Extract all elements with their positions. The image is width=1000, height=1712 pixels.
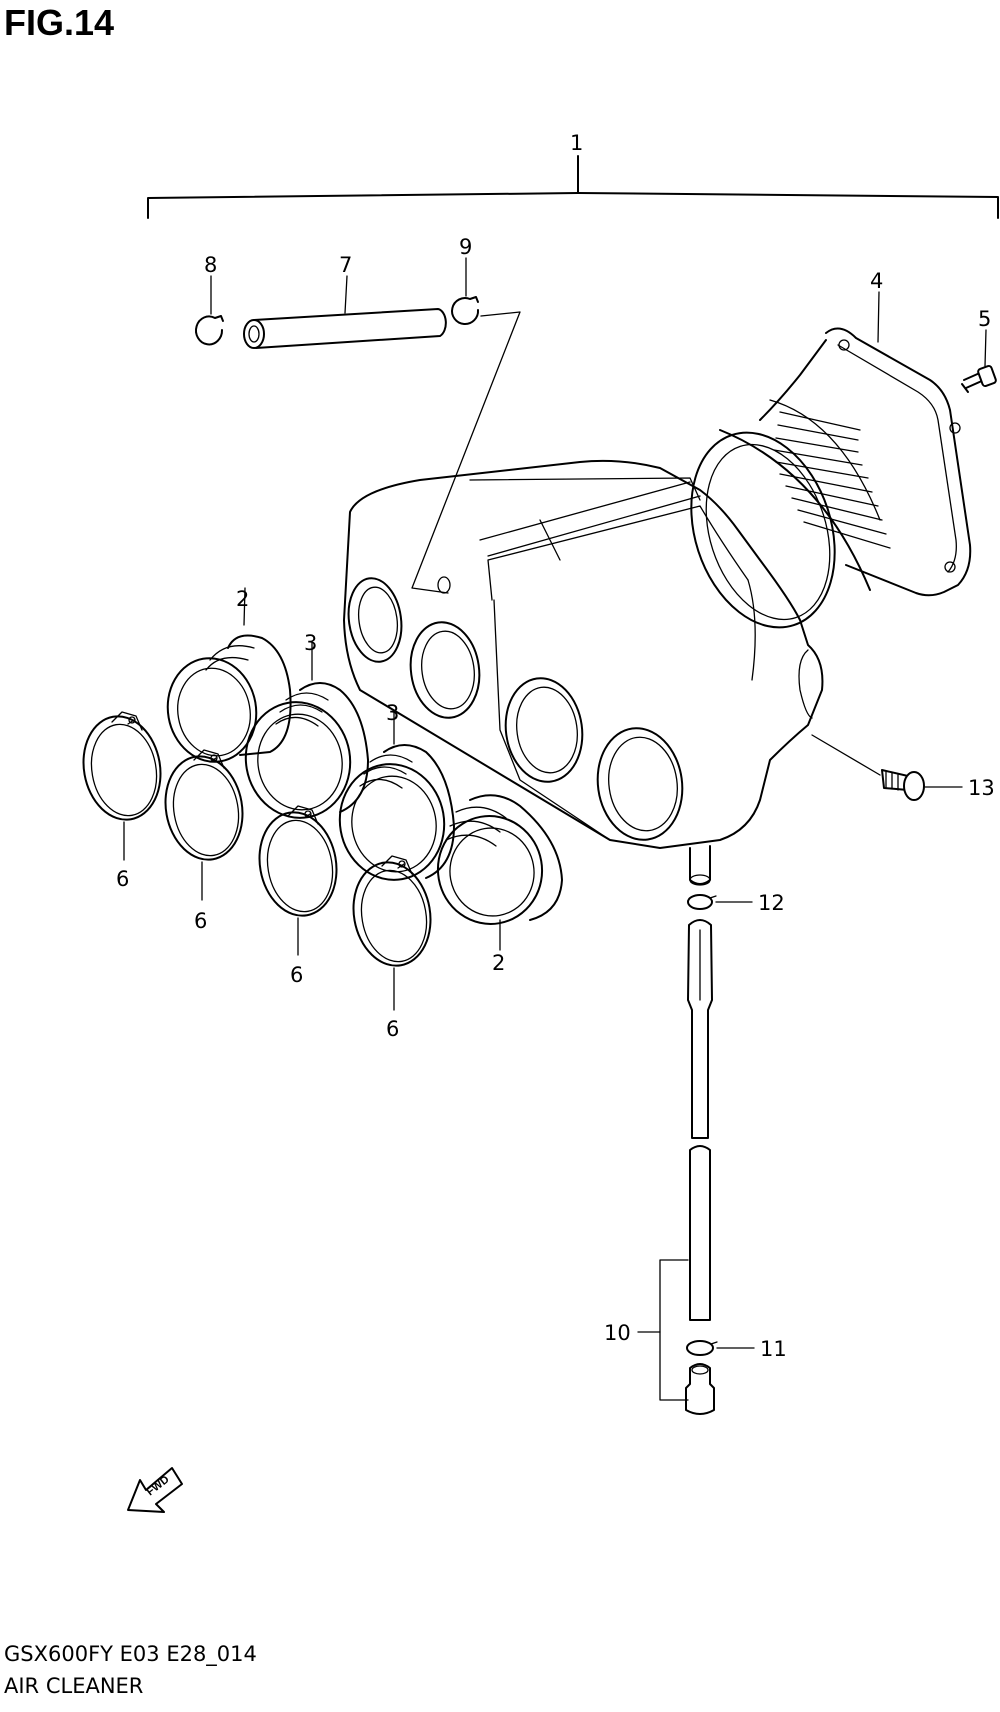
callout-8: 8 [204,253,217,277]
callout-5: 5 [978,307,991,331]
callout-1: 1 [570,131,583,155]
part-10-drain-hose [687,919,713,1321]
figure-title: FIG.14 [4,2,115,43]
callout-10: 10 [604,1321,631,1345]
forward-direction-arrow: FWD [127,1467,183,1513]
part-11-clip [686,1340,755,1356]
callout-13: 13 [968,776,995,800]
part-6-clamp-d [352,855,432,1011]
model-code: GSX600FY E03 E28_014 [4,1642,257,1666]
diagram-name: AIR CLEANER [4,1674,144,1698]
callout-6a: 6 [116,867,129,891]
callout-6d: 6 [386,1017,399,1041]
part-6-clamp-c [258,805,338,956]
part-9-clamp [411,257,521,594]
part-6-clamp-a [82,711,162,861]
callout-6c: 6 [290,963,303,987]
callout-2b: 2 [492,951,505,975]
part-13-bolt [811,734,963,801]
part-3-intake-boot-left [244,641,369,819]
callout-2a: 2 [236,587,249,611]
callout-12: 12 [758,891,785,915]
callout-4: 4 [870,269,883,293]
part-3-intake-boot-right [338,709,455,881]
callout-6b: 6 [194,909,207,933]
callout-3b: 3 [386,701,399,725]
air-cleaner-case [343,459,824,886]
part-2-intake-boot-left [166,587,292,763]
part-7-hose [243,275,447,349]
callout-9: 9 [459,235,472,259]
part-6-clamp-b [164,749,244,901]
part-8-clamp [195,275,224,346]
callout-7: 7 [339,253,352,277]
part-5-screw [961,329,997,393]
part-4-filter-element [690,291,972,629]
part-10-drain-plug [685,1363,715,1415]
assembly-bracket-1 [147,155,999,219]
callout-3a: 3 [304,631,317,655]
part-10-bracket [637,1259,689,1401]
callout-11: 11 [760,1337,787,1361]
part-2-intake-boot-right [436,794,563,951]
part-12-clip [687,894,753,910]
